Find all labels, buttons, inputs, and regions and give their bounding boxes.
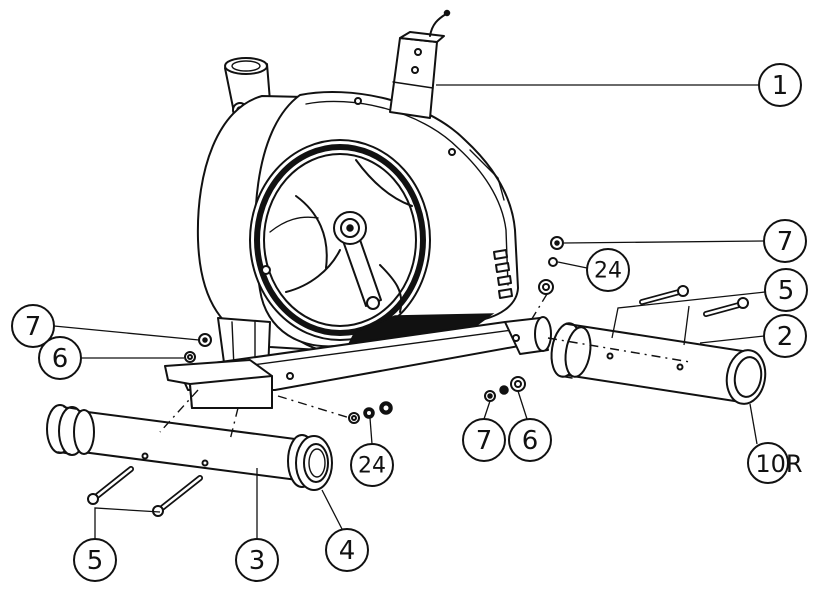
front-stabilizer-tube <box>550 322 767 405</box>
callout-label: 6 <box>52 344 69 374</box>
callout-7-left: 7 <box>11 304 55 348</box>
callout-6-bottom: 6 <box>508 418 552 462</box>
washer-icon <box>499 385 509 395</box>
callout-3: 3 <box>235 538 279 582</box>
callout-label: 10R <box>755 450 802 478</box>
callout-label: 4 <box>339 536 356 566</box>
callout-label: 7 <box>25 312 42 342</box>
bolt-icon <box>703 297 749 317</box>
callout-label: 3 <box>249 546 266 576</box>
rear-end-cap-left <box>46 404 95 456</box>
callout-6-left: 6 <box>38 336 82 380</box>
nut-icon <box>379 401 393 415</box>
callouts: 1 7 24 5 2 10R 7 6 <box>11 63 808 582</box>
main-housing <box>196 57 519 353</box>
callout-label: 7 <box>476 426 493 456</box>
nut-icon <box>198 333 212 347</box>
callout-5-right: 5 <box>764 268 808 312</box>
front-end-cap-left <box>550 322 592 379</box>
washer-icon <box>348 412 360 424</box>
bolt-icon <box>152 475 203 517</box>
nut-icon <box>550 236 564 250</box>
nut-icon <box>363 407 375 419</box>
callout-label: 2 <box>777 322 794 352</box>
side-vents <box>493 249 513 299</box>
construction-lines <box>159 293 691 441</box>
front-end-cap-10r <box>725 349 767 405</box>
nut-icon <box>538 279 554 295</box>
bolts <box>87 285 749 517</box>
leader-lines <box>53 84 766 539</box>
bolt-icon <box>639 285 689 305</box>
callout-label: 7 <box>777 227 794 257</box>
callout-label: 6 <box>522 426 539 456</box>
callout-2: 2 <box>763 314 807 358</box>
callout-label: 24 <box>594 259 622 284</box>
callout-label: 1 <box>772 71 789 101</box>
nut-icon <box>510 376 526 392</box>
callout-10r: 10R <box>747 442 803 484</box>
rear-end-cap-right <box>287 434 333 491</box>
callout-label: 24 <box>358 454 386 479</box>
washer-icon <box>184 351 196 363</box>
handlebar-mast <box>389 9 451 119</box>
callout-7-top-right: 7 <box>763 219 807 263</box>
callout-4: 4 <box>325 528 369 572</box>
crank-hub <box>333 211 382 310</box>
callout-24-top-right: 24 <box>586 248 630 292</box>
bolt-icon <box>87 466 134 505</box>
nut-icon <box>484 390 496 402</box>
callout-5-bottom: 5 <box>73 538 117 582</box>
callout-label: 5 <box>778 276 795 306</box>
washers-and-nuts <box>184 236 564 424</box>
callout-label: 5 <box>87 546 104 576</box>
callout-7-bottom: 7 <box>462 418 506 462</box>
washer-icon <box>548 257 558 267</box>
callout-1: 1 <box>758 63 802 107</box>
callout-24-bottom: 24 <box>350 443 394 487</box>
rear-stabilizer-tube <box>46 404 333 491</box>
